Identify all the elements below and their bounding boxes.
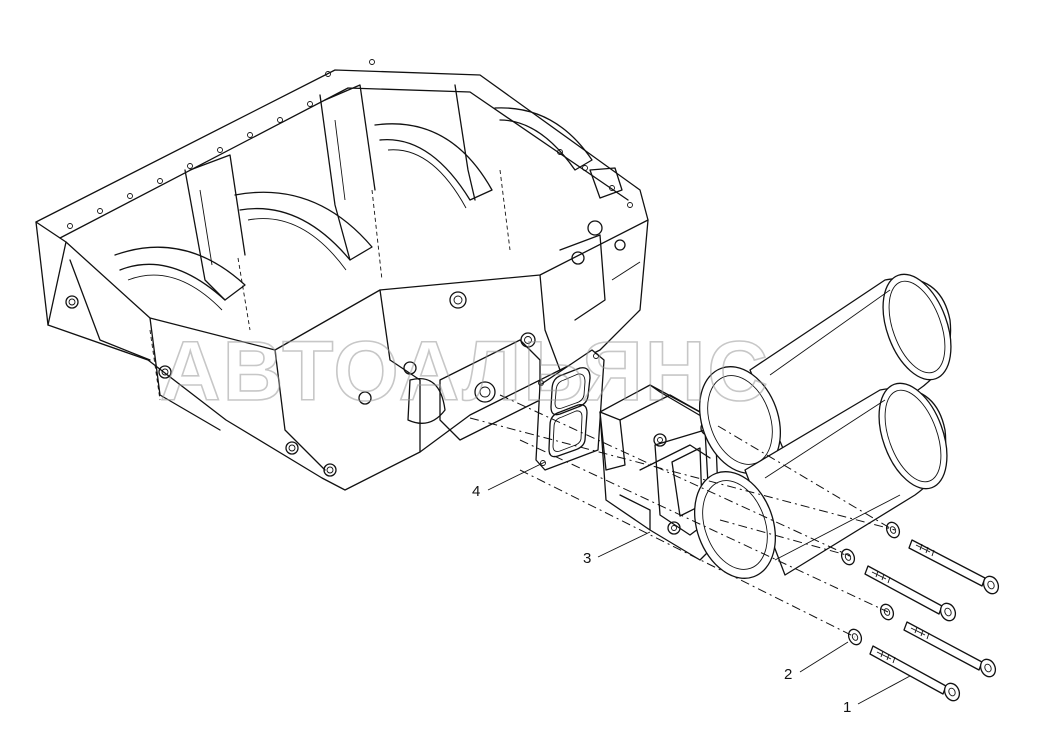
bolt <box>864 565 957 622</box>
callout-4: 4 <box>472 483 480 500</box>
assembly-lines <box>469 394 896 638</box>
bolt <box>869 645 961 702</box>
gasket <box>535 349 605 471</box>
bolt <box>903 621 997 678</box>
callouts: 4 3 2 1 <box>472 461 911 716</box>
callout-1: 1 <box>843 699 851 716</box>
engine-block <box>35 59 649 491</box>
filter-cartridge-lower <box>693 382 948 579</box>
watermark: АВТОАЛЬЯНС <box>160 324 770 418</box>
callout-leader-1 <box>857 675 911 705</box>
washers <box>840 521 901 646</box>
bolts <box>864 539 1000 702</box>
filter-cartridge-upper <box>698 273 952 474</box>
callout-leader-4 <box>487 461 546 491</box>
callout-leader-2 <box>799 641 849 673</box>
callout-2: 2 <box>784 666 792 683</box>
callout-3: 3 <box>583 550 591 567</box>
callout-leader-3 <box>597 531 651 558</box>
bolt <box>908 539 1000 595</box>
